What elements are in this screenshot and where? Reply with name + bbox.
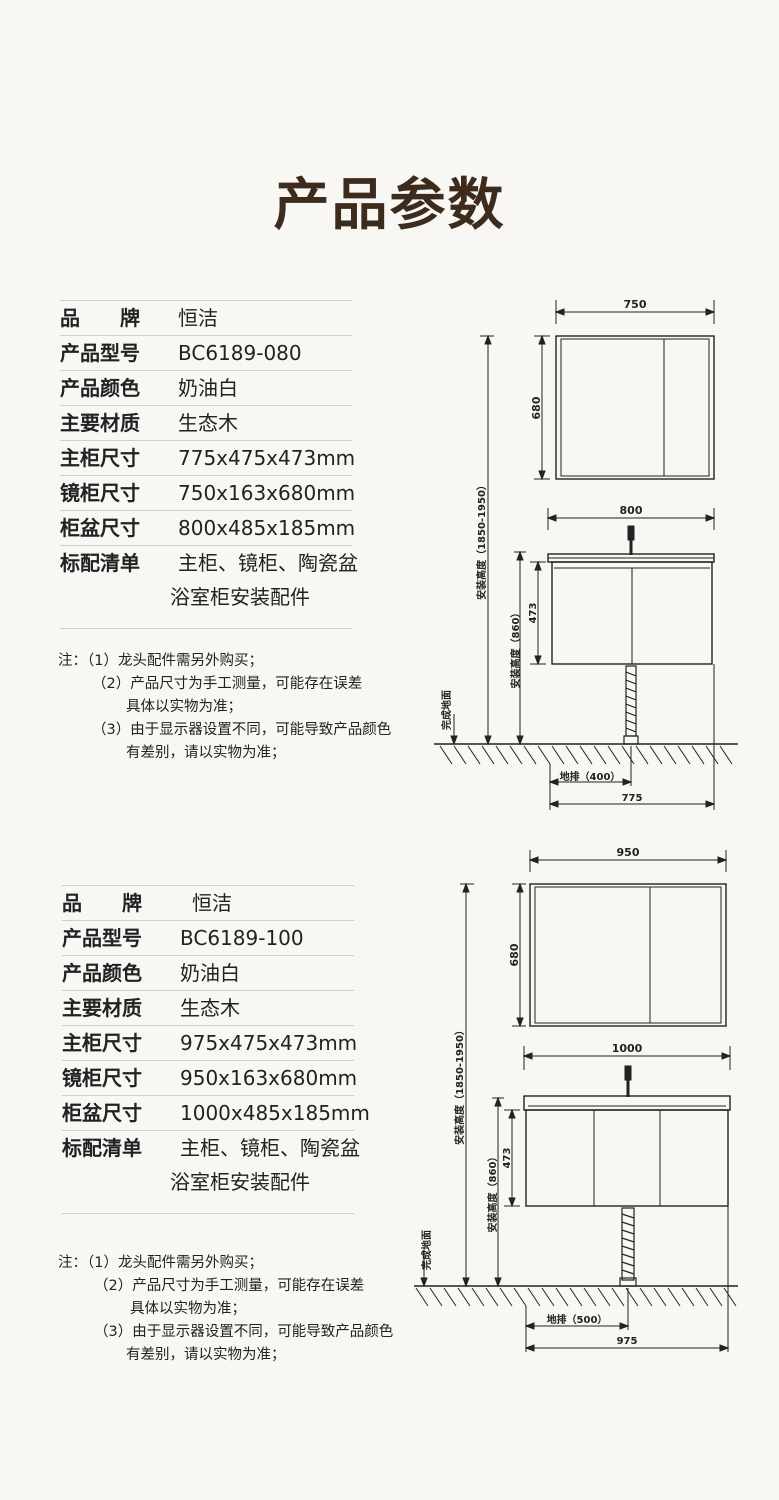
spec-value: 主柜、镜柜、陶瓷盆 [180, 1136, 360, 1160]
spec-row-model: 产品型号 BC6189-080 [60, 335, 352, 370]
floor-label: 完成地面 [420, 1230, 433, 1270]
spec-value: 奶油白 [180, 961, 240, 985]
dim-drain: 地排（500） [547, 1313, 608, 1326]
spec-value: 奶油白 [178, 376, 238, 400]
spec-table-1: 品 牌 恒洁 产品型号 BC6189-080 产品颜色 奶油白 主要材质 生态木 主柜尺… [60, 300, 358, 629]
spec-row-main-cabinet: 主柜尺寸 975x475x473mm [62, 1025, 358, 1060]
dim-install-height: 安装高度（860） [509, 608, 522, 689]
page-title: 产品参数 [273, 173, 506, 238]
dim-mirror-width: 950 [617, 846, 640, 859]
spec-table-2: 品 牌 恒洁 产品型号 BC6189-100 产品颜色 奶油白 主要材质 生态木 主柜尺… [62, 885, 370, 1214]
spec-label: 镜柜尺寸 [60, 481, 140, 505]
spec-row-package: 标配清单 主柜、镜柜、陶瓷盆浴室柜安装配件 [62, 1130, 360, 1214]
spec-label: 主柜尺寸 [60, 446, 140, 470]
spec-value: 975x475x473mm [180, 1031, 358, 1055]
spec-value: 生态木 [180, 996, 240, 1020]
spec-row-color: 产品颜色 奶油白 [60, 370, 352, 405]
note-line: （2）产品尺寸为手工测量，可能存在误差 [92, 676, 363, 692]
installation-drawing-2: 950 680 1000 473 安装高度（860） 安装高度（1850-195… [414, 846, 738, 1352]
spec-label: 柜盆尺寸 [60, 516, 140, 540]
spec-label: 产品颜色 [60, 376, 140, 400]
spec-row-material: 主要材质 生态木 [62, 990, 354, 1025]
spec-row-basin: 柜盆尺寸 800x485x185mm [60, 510, 356, 545]
spec-label: 品 牌 [60, 306, 140, 330]
spec-row-main-cabinet: 主柜尺寸 775x475x473mm [60, 440, 356, 475]
dim-basin-width: 1000 [612, 1042, 643, 1055]
note-line: 有差别，请以实物为准； [126, 745, 286, 761]
spec-row-model: 产品型号 BC6189-100 [62, 920, 354, 955]
spec-value: 775x475x473mm [178, 446, 356, 470]
floor-label: 完成地面 [440, 690, 453, 730]
spec-label: 柜盆尺寸 [62, 1101, 142, 1125]
spec-label: 产品型号 [62, 926, 142, 950]
note-line: （3）由于显示器设置不同，可能导致产品颜色 [92, 722, 392, 738]
dim-basin-width: 800 [620, 504, 643, 517]
spec-row-basin: 柜盆尺寸 1000x485x185mm [62, 1095, 370, 1130]
dim-total-height: 安装高度（1850-1950） [475, 480, 488, 600]
dim-drain: 地排（400） [560, 770, 621, 783]
spec-row-brand: 品 牌 恒洁 [60, 300, 352, 335]
spec-row-material: 主要材质 生态木 [60, 405, 352, 440]
spec-row-brand: 品 牌 恒洁 [62, 885, 354, 920]
spec-value: 生态木 [178, 411, 238, 435]
dim-cabinet-height: 473 [528, 603, 539, 624]
spec-value: 750x163x680mm [178, 481, 356, 505]
dim-mirror-height: 680 [530, 396, 543, 419]
spec-value: 950x163x680mm [180, 1066, 358, 1090]
dim-total-height: 安装高度（1850-1950） [453, 1025, 466, 1145]
spec-label: 产品颜色 [62, 961, 142, 985]
dim-cabinet-width: 775 [622, 793, 643, 804]
note-line: （2）产品尺寸为手工测量，可能存在误差 [94, 1278, 365, 1294]
note-line: 注：（1）龙头配件需另外购买； [58, 1255, 263, 1271]
dim-install-height: 安装高度（860） [486, 1152, 499, 1233]
spec-row-package: 标配清单 主柜、镜柜、陶瓷盆浴室柜安装配件 [60, 545, 358, 629]
spec-value: BC6189-080 [178, 341, 302, 365]
spec-value: 1000x485x185mm [180, 1101, 370, 1125]
note-line: （3）由于显示器设置不同，可能导致产品颜色 [94, 1324, 394, 1340]
spec-value-2: 浴室柜安装配件 [170, 1170, 310, 1194]
spec-row-mirror-cabinet: 镜柜尺寸 750x163x680mm [60, 475, 356, 510]
spec-label: 标配清单 [60, 551, 140, 575]
dim-mirror-width: 750 [624, 298, 647, 311]
installation-drawing-1: 750 680 800 473 安装高度（860） 安装高度（1850-1950… [434, 298, 738, 810]
spec-value-2: 浴室柜安装配件 [170, 585, 310, 609]
spec-label: 主柜尺寸 [62, 1031, 142, 1055]
spec-value: 恒洁 [192, 891, 232, 915]
note-line: 注：（1）龙头配件需另外购买； [58, 653, 263, 669]
spec-value: 恒洁 [178, 306, 218, 330]
spec-label: 品 牌 [62, 891, 142, 915]
spec-row-color: 产品颜色 奶油白 [62, 955, 354, 990]
dim-cabinet-width: 975 [617, 1336, 638, 1347]
spec-value: 主柜、镜柜、陶瓷盆 [178, 551, 358, 575]
spec-value: 800x485x185mm [178, 516, 356, 540]
spec-label: 主要材质 [62, 996, 142, 1020]
note-line: 具体以实物为准； [126, 699, 242, 715]
spec-label: 产品型号 [60, 341, 140, 365]
spec-label: 镜柜尺寸 [62, 1066, 142, 1090]
spec-label: 主要材质 [60, 411, 140, 435]
dim-mirror-height: 680 [508, 943, 521, 966]
spec-row-mirror-cabinet: 镜柜尺寸 950x163x680mm [62, 1060, 358, 1095]
dim-cabinet-height: 473 [502, 1148, 513, 1169]
spec-label: 标配清单 [62, 1136, 142, 1160]
note-line: 具体以实物为准； [130, 1301, 246, 1317]
note-line: 有差别，请以实物为准； [126, 1347, 286, 1363]
spec-value: BC6189-100 [180, 926, 304, 950]
